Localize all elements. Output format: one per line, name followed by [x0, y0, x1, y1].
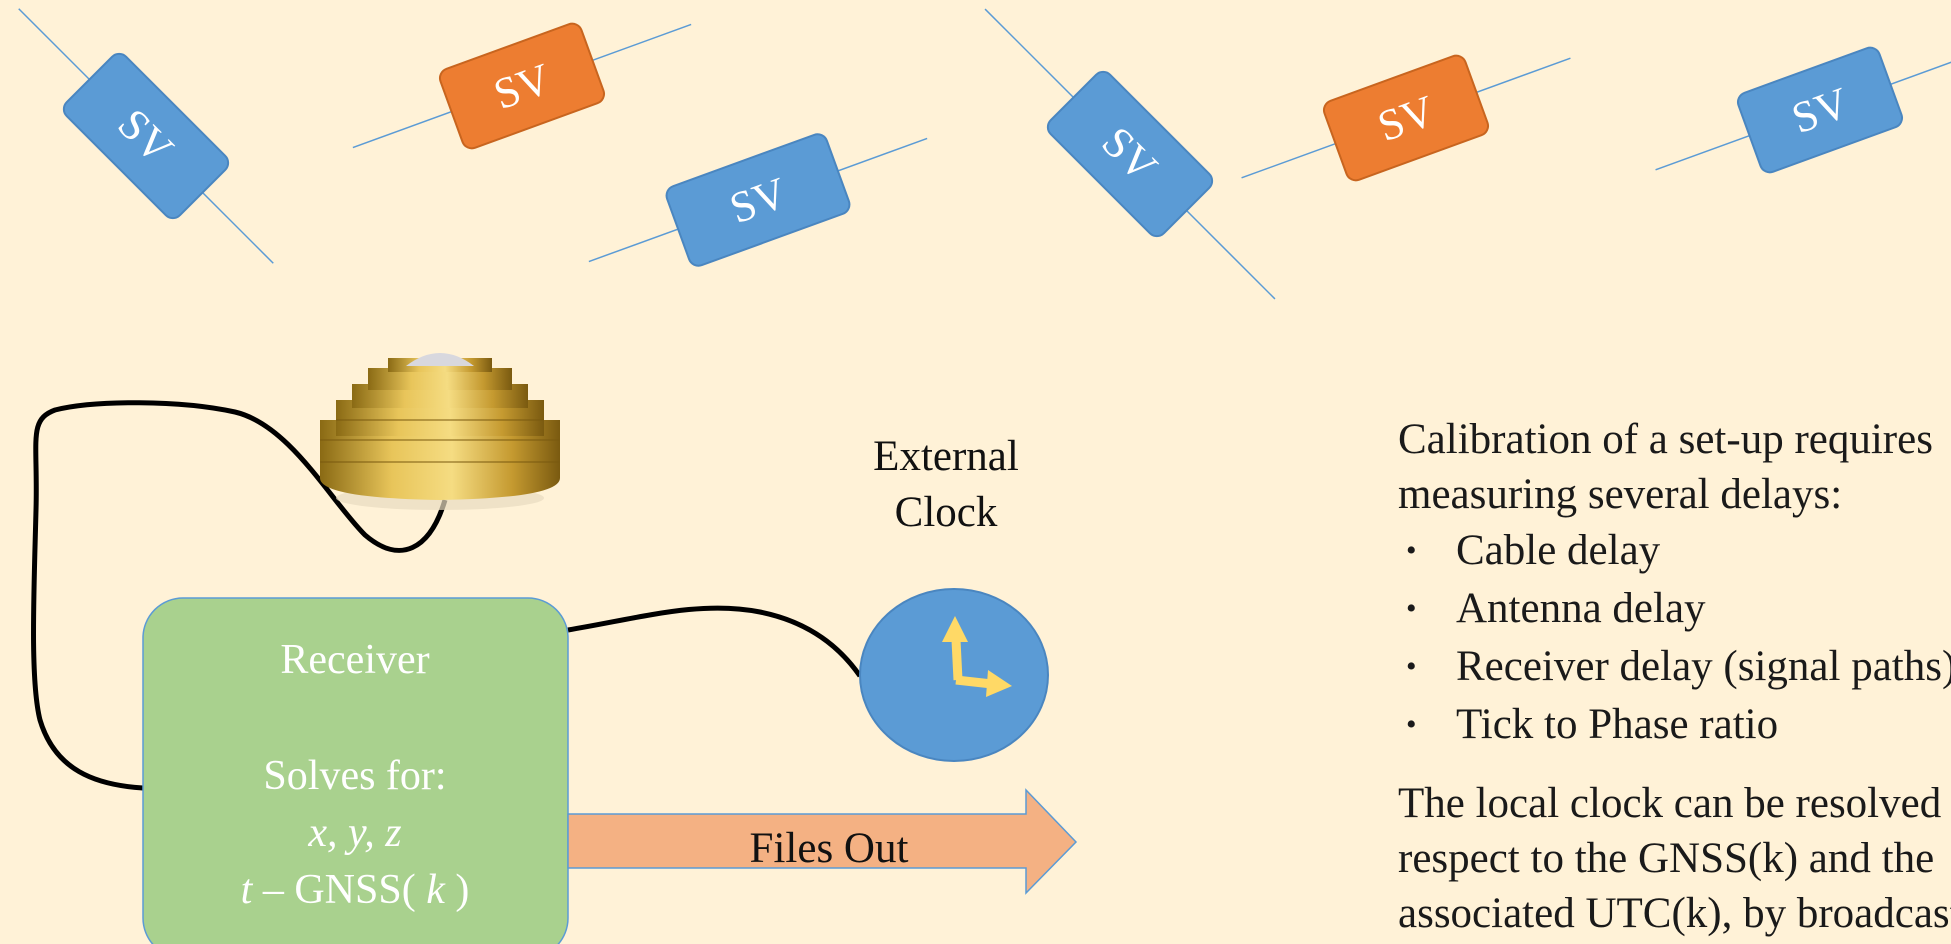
local-clock-text-line2: respect to the GNSS(k) and the	[1398, 835, 1935, 882]
list-item: • Receiver delay (signal paths)	[1398, 638, 1951, 696]
clock-label-line1: External	[873, 433, 1019, 480]
antenna-icon	[320, 353, 560, 510]
clock-icon	[859, 588, 1049, 762]
satellite-4: SV	[984, 8, 1276, 300]
receiver-time: t – GNSS( k )	[241, 867, 470, 913]
list-item: • Tick to Phase ratio	[1398, 696, 1951, 754]
antenna-cable	[31, 400, 448, 791]
clock-cable	[567, 605, 863, 678]
calibration-text-line2: measuring several delays:	[1398, 471, 1843, 518]
clock-label-line2: Clock	[895, 489, 998, 536]
receiver-title: Receiver	[280, 637, 429, 683]
receiver-time-dash: –	[252, 867, 294, 913]
bullet-icon: •	[1406, 592, 1417, 625]
list-item: • Antenna delay	[1398, 580, 1951, 638]
list-item-label: Receiver delay (signal paths)	[1456, 643, 1951, 690]
bullet-icon: •	[1406, 534, 1417, 567]
bullet-icon: •	[1406, 650, 1417, 683]
calibration-text-line1: Calibration of a set-up requires	[1398, 416, 1933, 463]
satellite-6: SV	[1655, 46, 1951, 174]
list-item: • Cable delay	[1398, 522, 1951, 580]
list-item-label: Tick to Phase ratio	[1456, 701, 1779, 748]
receiver-box	[142, 597, 569, 944]
local-clock-text-line1: The local clock can be resolved with	[1398, 780, 1951, 827]
list-item-label: Antenna delay	[1456, 585, 1706, 632]
local-clock-text-line3: associated UTC(k), by broadcast	[1398, 890, 1951, 937]
receiver-solves-label: Solves for:	[263, 753, 446, 799]
files-out-label: Files Out	[750, 825, 909, 872]
receiver-time-close: )	[445, 867, 470, 913]
receiver-time-k: k	[426, 867, 446, 913]
receiver-xyz: x, y, z	[307, 810, 401, 856]
satellite-5: SV	[1241, 54, 1571, 182]
files-out-arrow	[567, 788, 1078, 895]
receiver-time-system: GNSS(	[294, 867, 426, 913]
list-item-label: Cable delay	[1456, 527, 1661, 574]
satellite-1: SV	[18, 8, 274, 264]
delay-list: • Cable delay • Antenna delay • Receiver de…	[1398, 522, 1951, 754]
satellite-2: SV	[352, 22, 692, 150]
satellite-3: SV	[588, 133, 928, 267]
receiver-time-prefix: t	[241, 867, 254, 913]
description-panel: Calibration of a set-up requires measuri…	[1398, 412, 1951, 941]
bullet-icon: •	[1406, 708, 1417, 741]
